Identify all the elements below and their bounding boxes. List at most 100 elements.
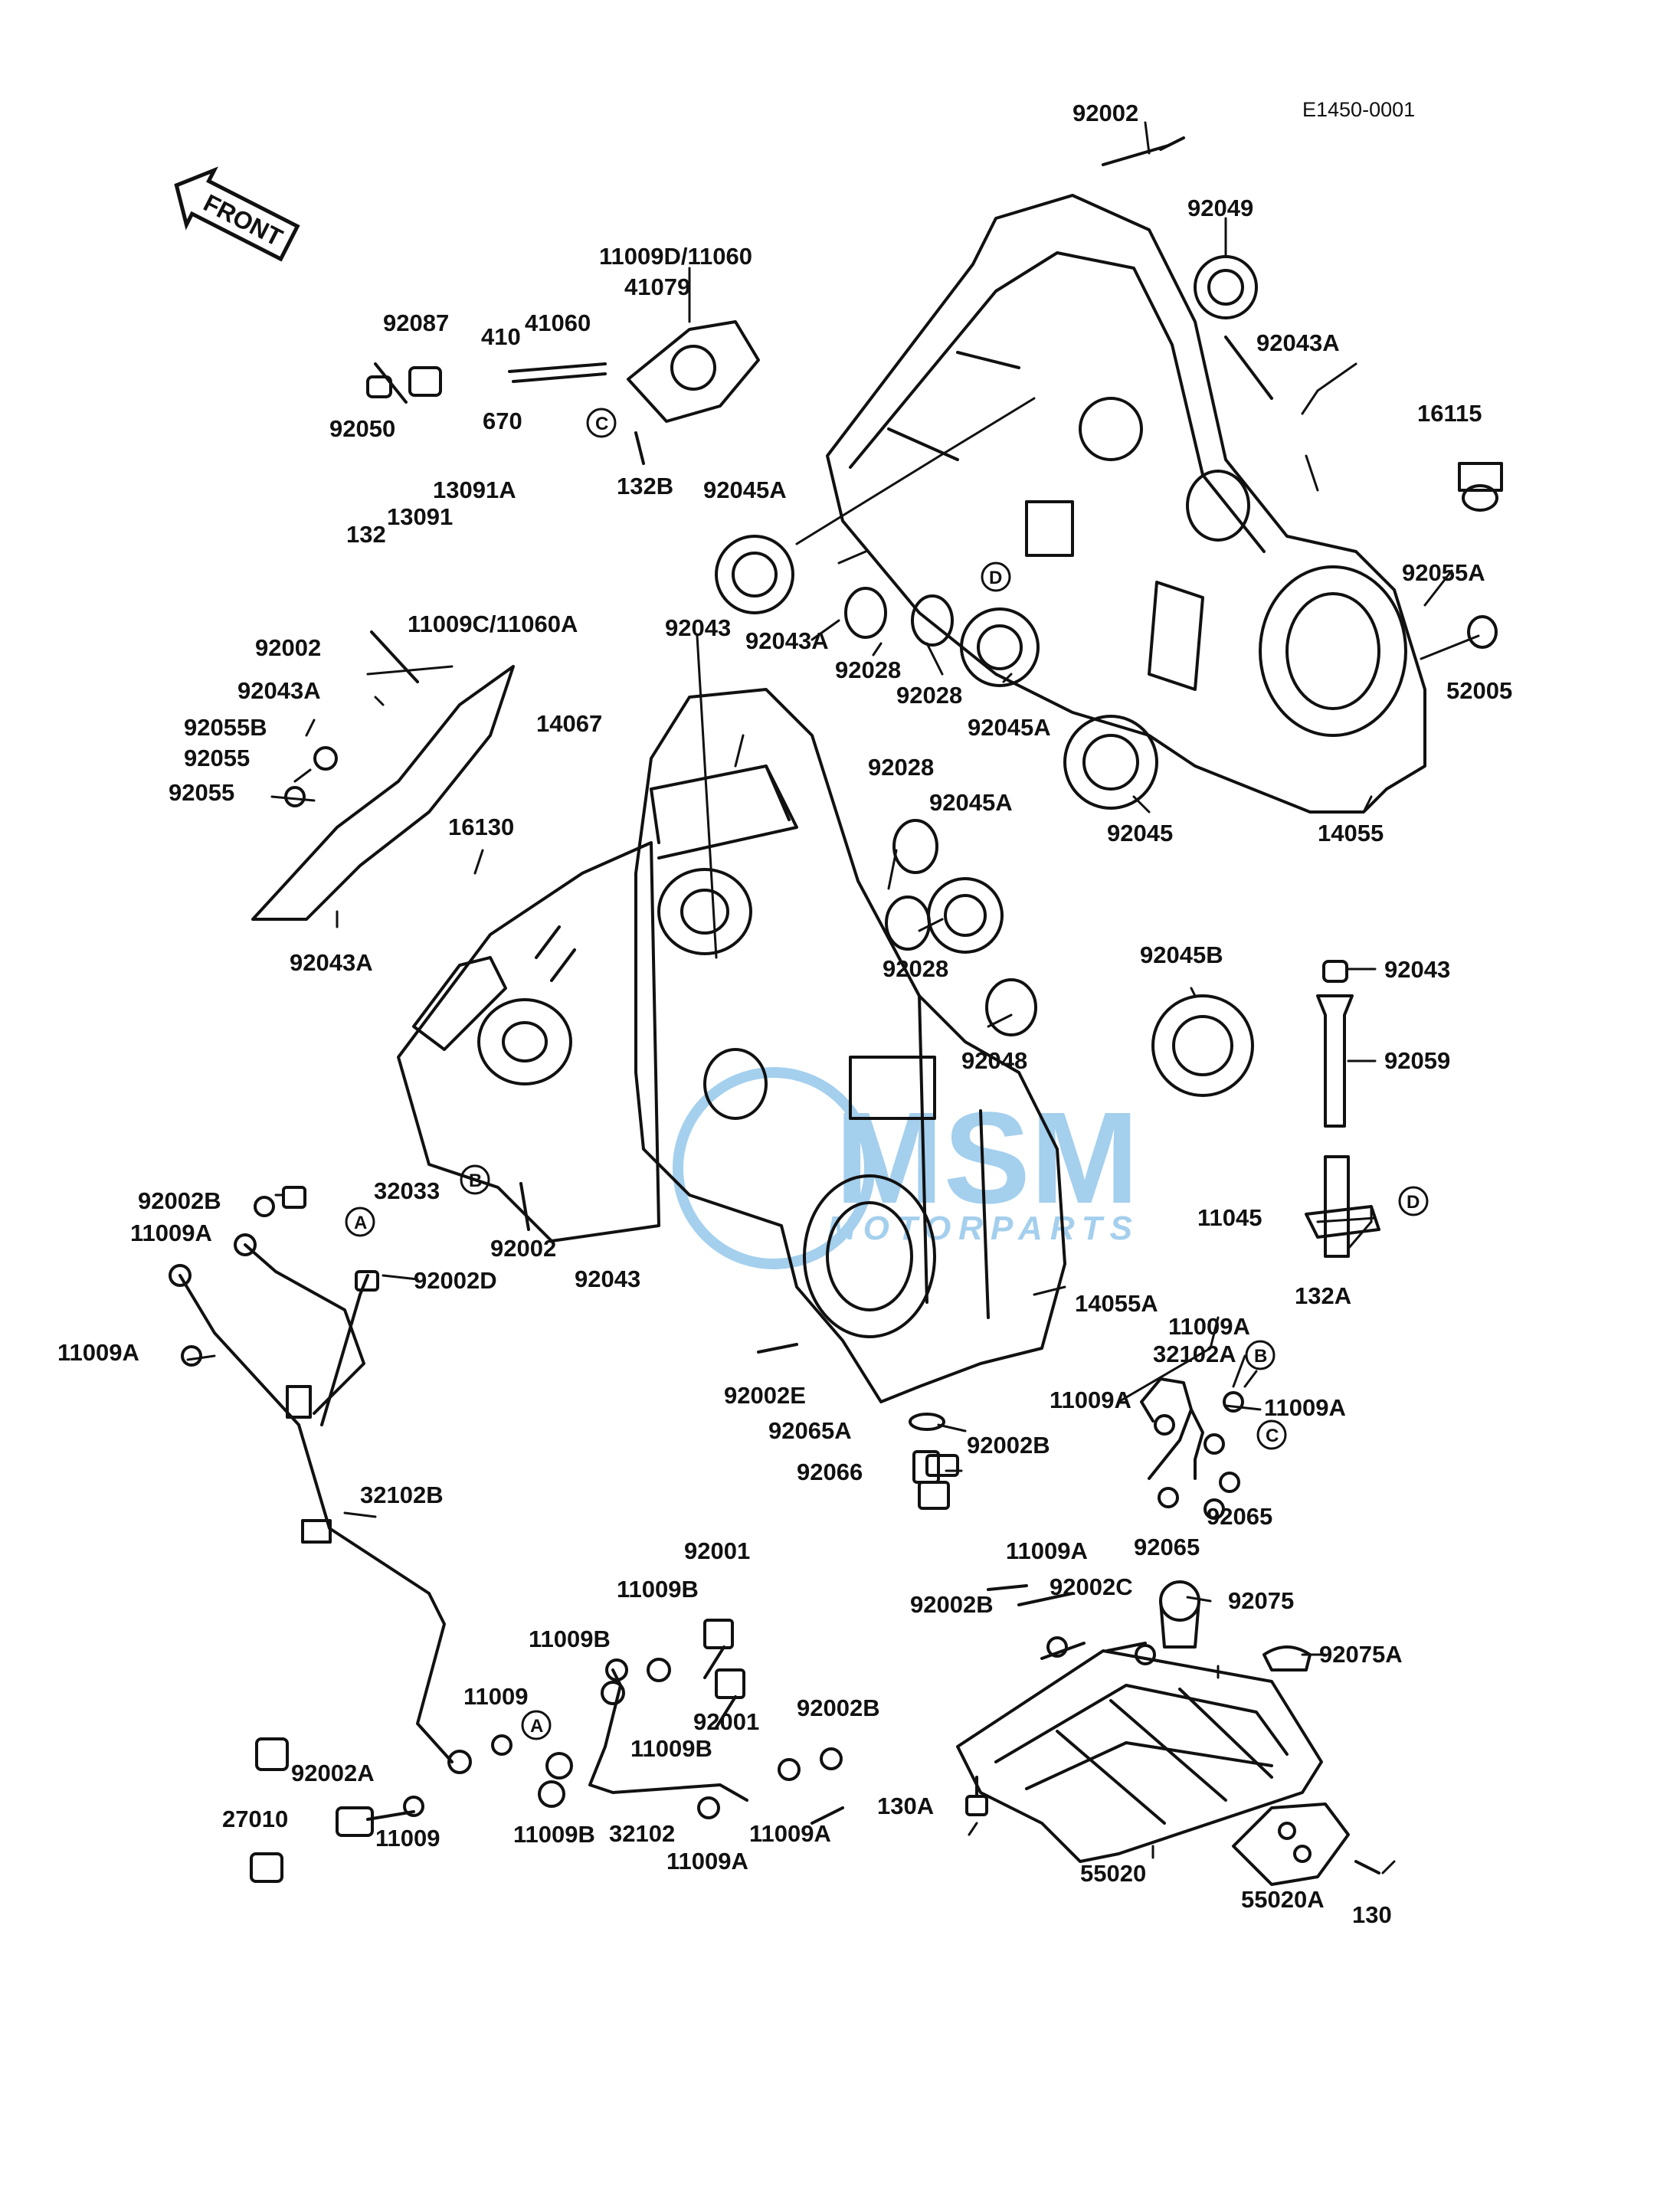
part-label: 92028	[868, 754, 934, 781]
callouts	[345, 408, 1429, 1740]
cover-gasket-11009C	[251, 665, 515, 921]
callout-letter: D	[989, 568, 1002, 588]
part-label: 130	[1352, 1901, 1392, 1928]
callout-letter: A	[530, 1716, 543, 1737]
part-label: 55020	[1080, 1860, 1146, 1887]
part-label: 92045B	[1140, 941, 1223, 968]
part-label: 92055A	[1402, 559, 1485, 586]
part-label: 92028	[883, 955, 948, 982]
part-label: 92065	[1207, 1503, 1272, 1530]
watermark-subtext: MOTORPARTS	[827, 1210, 1140, 1247]
diagram-linework	[169, 121, 1503, 1886]
bolt-130A	[965, 1776, 988, 1816]
callout-letter: C	[595, 414, 608, 434]
part-label: 11009B	[617, 1576, 699, 1603]
drain-bolt-92066	[909, 1413, 945, 1484]
part-label: 14067	[536, 710, 602, 737]
part-label: 55020A	[1241, 1886, 1325, 1913]
part-label: 132B	[617, 473, 673, 499]
callout-letter: D	[1407, 1192, 1420, 1213]
part-label: 32102B	[360, 1482, 444, 1508]
part-label: 92065	[1134, 1534, 1200, 1560]
part-label: 11009B	[529, 1626, 611, 1652]
part-label: 92002E	[724, 1382, 806, 1409]
part-label: 92002B	[967, 1432, 1050, 1459]
part-label: 11009	[463, 1683, 529, 1710]
part-label: 92002B	[797, 1694, 880, 1721]
oil-pipe-32102A	[1140, 1377, 1204, 1480]
part-label: 92049	[1187, 195, 1253, 221]
part-label: 92002A	[291, 1760, 375, 1786]
part-label: 92028	[896, 682, 962, 709]
callout-letters: C D A B D B C A	[354, 414, 1420, 1737]
part-label: 132A	[1295, 1282, 1351, 1309]
part-label: 11009A	[1006, 1537, 1088, 1564]
part-label: 132	[346, 521, 386, 548]
part-label: 92045A	[929, 789, 1013, 816]
callout-letter: A	[354, 1213, 367, 1233]
part-label: 92043	[1384, 956, 1450, 983]
part-label: 92066	[797, 1459, 863, 1485]
part-label: 11009A	[1050, 1387, 1131, 1413]
part-label: 92043A	[745, 627, 829, 654]
part-label: 92043A	[1256, 329, 1340, 356]
part-label: 92028	[835, 656, 901, 683]
part-label: 41079	[624, 273, 690, 300]
part-label: 14055A	[1075, 1290, 1158, 1317]
part-labels: 92002 92049 11009D/11060 41079 92087 410…	[57, 100, 1512, 1928]
callout-letter: B	[1254, 1346, 1267, 1367]
leader-lines	[186, 121, 1480, 1874]
part-label: 11009B	[630, 1735, 712, 1762]
part-label: 11009C/11060A	[408, 611, 578, 637]
part-label: 92065A	[768, 1417, 852, 1444]
part-label: 92075A	[1319, 1641, 1403, 1668]
part-label: 11009B	[513, 1821, 595, 1848]
part-label: 92002B	[138, 1187, 221, 1214]
part-label: 11045	[1197, 1204, 1262, 1231]
pipe-92059	[1305, 960, 1380, 1258]
part-label: 92045A	[968, 714, 1051, 741]
part-label: 16115	[1417, 400, 1482, 427]
part-label: 92001	[684, 1537, 750, 1564]
part-label: 11009D/11060	[599, 243, 752, 270]
part-label: 92043	[575, 1265, 640, 1292]
part-label: 92075	[1228, 1587, 1294, 1614]
part-label: 13091	[387, 503, 453, 530]
part-label: 92055	[184, 745, 250, 771]
part-label: 410	[481, 323, 521, 350]
pump-assembly	[366, 320, 760, 423]
part-label: 11009A	[130, 1220, 212, 1246]
part-label: 11009A	[57, 1339, 139, 1366]
part-label: 92001	[693, 1708, 759, 1735]
part-label: 13091A	[433, 476, 516, 503]
part-label: 11009A	[1168, 1313, 1250, 1340]
part-label: 32102	[609, 1820, 675, 1847]
part-label: 92045	[1107, 820, 1173, 846]
bracket-55020A	[1232, 1802, 1380, 1886]
oil-pipe-32102B	[169, 1233, 454, 1763]
part-label: 27010	[222, 1806, 288, 1832]
part-label: 92048	[961, 1047, 1027, 1074]
callout-letter: B	[469, 1171, 482, 1191]
diagram-code: E1450-0001	[1302, 98, 1415, 121]
fasteners	[181, 136, 1244, 1883]
gear-housing	[397, 765, 798, 1243]
part-label: 92055	[169, 779, 234, 806]
part-label: 92002	[255, 634, 321, 661]
part-label: 11009A	[749, 1820, 831, 1847]
part-label: 130A	[877, 1793, 934, 1819]
part-label: 92002B	[910, 1591, 994, 1618]
part-label: 11009A	[1264, 1394, 1346, 1421]
part-label: 92043A	[237, 677, 321, 704]
part-label: 92002C	[1050, 1573, 1133, 1600]
bearings	[715, 255, 1503, 1097]
callout-letter: C	[1266, 1426, 1279, 1446]
part-label: 92002	[490, 1235, 556, 1262]
part-label: 92050	[329, 415, 395, 442]
undercover-55020	[956, 1580, 1323, 1863]
part-label: 52005	[1446, 677, 1512, 704]
part-label: 32102A	[1153, 1341, 1236, 1367]
part-label: 670	[483, 408, 522, 434]
